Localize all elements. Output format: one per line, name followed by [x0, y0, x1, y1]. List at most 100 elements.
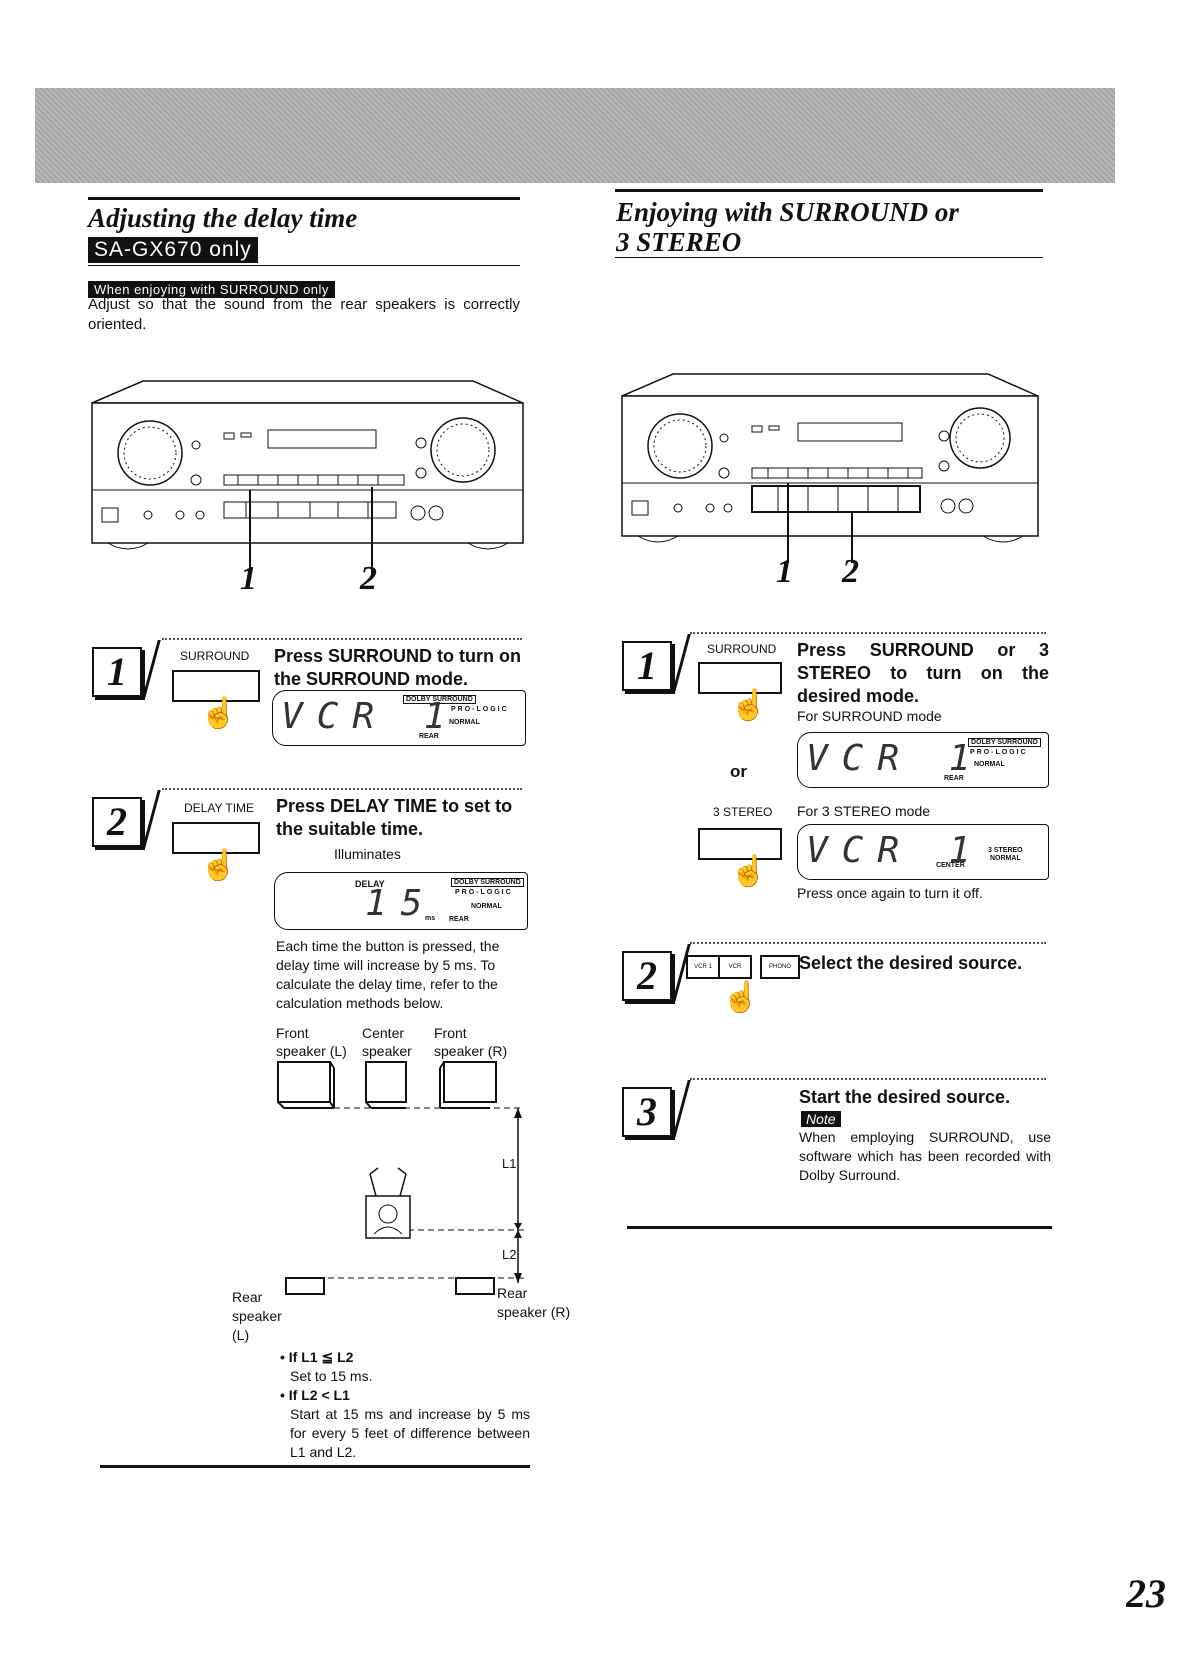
right-title-rule-top [615, 189, 1043, 192]
lcd-main-text: VCR 1 [806, 830, 985, 871]
lcd-display-delay: DELAY DOLBY SURROUND PRO-LOGIC 15 ms NOR… [274, 872, 528, 930]
lcd-prologic-label: PRO-LOGIC [455, 889, 513, 896]
source-button-vcr[interactable]: VCR [718, 955, 752, 979]
rear-speaker-right-label: Rear speaker (R) [497, 1285, 571, 1320]
right-bottom-rule [627, 1226, 1052, 1229]
right-step-2-dots [690, 942, 1046, 944]
left-bottom-rule [100, 1465, 530, 1468]
note-text: When employing SURROUND, use software wh… [799, 1129, 1051, 1183]
lcd-dolby-label: DOLBY SURROUND [968, 738, 1041, 747]
pointing-hand-icon: ☝ [200, 849, 238, 882]
right-step-1-dots [690, 632, 1046, 634]
rule-1-text: Set to 15 ms. [290, 1368, 373, 1384]
left-step-2-description: Each time the button is pressed, the del… [276, 938, 500, 1011]
lcd-normal-label: NORMAL [471, 903, 502, 910]
left-intro: Adjust so that the sound from the rear s… [88, 296, 520, 333]
lcd-rear-label: REAR [419, 733, 439, 740]
page-number: 23 [1126, 1571, 1166, 1616]
left-step-2-dots [162, 788, 522, 790]
lcd-delay-label: DELAY [355, 879, 385, 889]
l2-distance-label: L2 [502, 1247, 517, 1262]
lcd-dolby-label: DOLBY SURROUND [403, 695, 476, 704]
left-step-2-heading: Press DELAY TIME to set to the suitable … [276, 796, 513, 839]
source-button-vcr1[interactable]: VCR 1 [686, 955, 720, 979]
lcd-rear-label: REAR [449, 916, 469, 923]
source-button-phono[interactable]: PHONO [760, 955, 800, 979]
lcd-main-text: VCR 1 [281, 696, 460, 737]
or-label: or [730, 762, 747, 781]
callout-1-left: 1 [240, 560, 257, 597]
lcd-normal-label: NORMAL [449, 719, 480, 726]
right-step-3-heading: Start the desired source. [799, 1087, 1011, 1107]
right-section-title-line1: Enjoying with SURROUND or [616, 197, 959, 227]
illuminates-label: Illuminates [334, 846, 401, 862]
right-step-1-heading: Press SURROUND or 3 STEREO to turn on th… [797, 640, 1049, 706]
model-badge: SA-GX670 only [88, 237, 258, 263]
3-stereo-button-label: 3 STEREO [713, 805, 773, 819]
left-step-1-slash [142, 640, 161, 698]
lcd-display-3-stereo-mode: VCR 1 3 STEREO NORMAL CENTER [797, 824, 1049, 880]
left-step-1-number: 1 [92, 647, 142, 697]
left-step-2-number: 2 [92, 797, 142, 847]
rule-1-condition: If L1 ≦ L2 [288, 1349, 354, 1365]
lcd-prologic-label: PRO-LOGIC [451, 706, 509, 713]
right-title-rule-bottom [615, 257, 1043, 258]
right-step-3-slash [672, 1080, 691, 1138]
callout-1-right: 1 [776, 553, 793, 590]
for-surround-mode-label: For SURROUND mode [797, 708, 942, 724]
lcd-main-text: 15 [365, 883, 437, 924]
left-section-title: Adjusting the delay time [88, 203, 358, 233]
receiver-illustration-right [621, 373, 1039, 563]
lcd-normal-label: NORMAL [974, 761, 1005, 768]
condition-badge: When enjoying with SURROUND only [88, 281, 335, 298]
left-step-1-heading: Press SURROUND to turn on the SURROUND m… [274, 646, 522, 689]
speaker-layout-diagram [277, 1061, 524, 1295]
callout-2-left: 2 [360, 560, 377, 597]
note-badge: Note [801, 1111, 841, 1127]
front-speaker-left-label: Front speaker (L) [276, 1025, 347, 1059]
lcd-main-text: VCR 1 [806, 738, 985, 779]
delay-time-button-label: DELAY TIME [184, 801, 255, 815]
pointing-hand-icon: ☝ [722, 981, 760, 1014]
pointing-hand-icon: ☝ [200, 697, 238, 730]
surround-button-label-right: SURROUND [707, 642, 777, 656]
lcd-normal-label: NORMAL [990, 855, 1021, 862]
receiver-illustration-left [91, 380, 524, 575]
rule-2-text: Start at 15 ms and increase by 5 ms for … [290, 1406, 530, 1460]
header-banner [35, 88, 1115, 183]
right-step-2-heading: Select the desired source. [799, 953, 1023, 973]
right-step-1-slash [672, 634, 691, 692]
surround-button-right[interactable] [698, 662, 782, 694]
right-section-title-line2: 3 STEREO [616, 227, 742, 257]
surround-button-label-left: SURROUND [180, 649, 250, 663]
lcd-dolby-label: DOLBY SURROUND [451, 878, 524, 887]
front-speaker-right-label: Front speaker (R) [434, 1025, 508, 1059]
right-step-3-dots [690, 1078, 1046, 1080]
press-again-text: Press once again to turn it off. [797, 885, 983, 901]
left-title-rule-top [88, 197, 520, 200]
l1-distance-label: L1 [502, 1156, 517, 1171]
left-step-1-dots [162, 638, 522, 640]
lcd-unit-label: ms [425, 915, 436, 922]
lcd-display-surround-mode: DOLBY SURROUND PRO-LOGIC VCR 1 NORMAL RE… [797, 732, 1049, 788]
surround-button-left[interactable] [172, 670, 260, 702]
pointing-hand-icon: ☝ [730, 689, 768, 722]
right-step-1-number: 1 [622, 641, 672, 691]
delay-calculation-rules: • If L1 ≦ L2 Set to 15 ms. • If L2 < L1 … [280, 1349, 530, 1460]
lcd-rear-label: REAR [944, 775, 964, 782]
lcd-prologic-label: PRO-LOGIC [970, 749, 1028, 756]
right-step-2-number: 2 [622, 951, 672, 1001]
left-title-rule-bottom [88, 265, 520, 266]
rule-2-condition: If L2 < L1 [288, 1387, 350, 1403]
for-3-stereo-mode-label: For 3 STEREO mode [797, 803, 931, 819]
lcd-display-vcr1-left: DOLBY SURROUND PRO-LOGIC VCR 1 NORMAL RE… [272, 690, 526, 746]
callout-2-right: 2 [842, 553, 859, 590]
pointing-hand-icon: ☝ [730, 855, 768, 888]
delay-time-button[interactable] [172, 822, 260, 854]
lcd-center-label: CENTER [936, 862, 965, 869]
left-step-2-slash [142, 790, 161, 848]
center-speaker-label: Center speaker [362, 1025, 412, 1059]
rear-speaker-left-label: Rear speaker (L) [232, 1289, 282, 1343]
3-stereo-button[interactable] [698, 828, 782, 860]
lcd-3-stereo-label: 3 STEREO [988, 847, 1023, 854]
